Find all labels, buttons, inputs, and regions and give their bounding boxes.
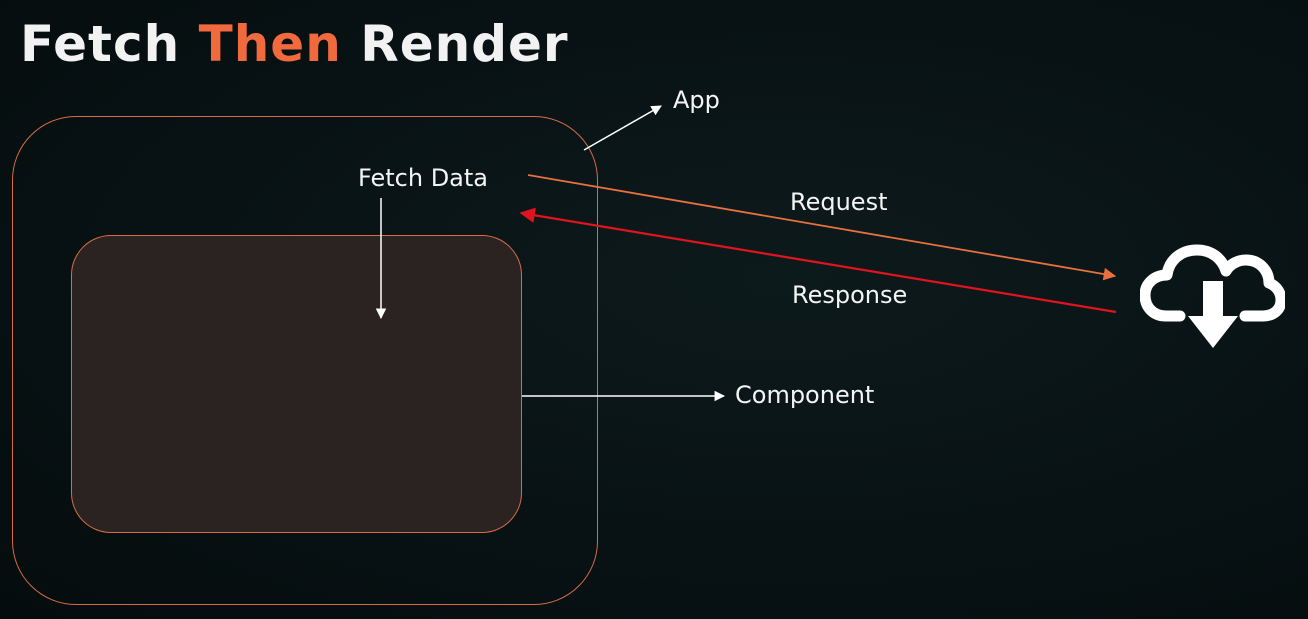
cloud-download-icon: [1140, 244, 1285, 348]
response-arrow: [519, 207, 1117, 314]
app-label: App: [673, 86, 720, 114]
response-label: Response: [792, 281, 908, 309]
fetch-data-label: Fetch Data: [358, 164, 489, 192]
title-fetch: Fetch: [20, 15, 199, 73]
title-then: Then: [198, 15, 342, 73]
title-render: Render: [341, 15, 569, 73]
request-arrow: [527, 174, 1117, 281]
slide-title: Fetch Then Render: [20, 14, 569, 74]
app-pointer-arrow: [583, 105, 662, 151]
component-box: [71, 235, 522, 533]
request-label: Request: [790, 188, 888, 216]
component-label: Component: [735, 381, 875, 409]
app-box: [12, 116, 598, 605]
